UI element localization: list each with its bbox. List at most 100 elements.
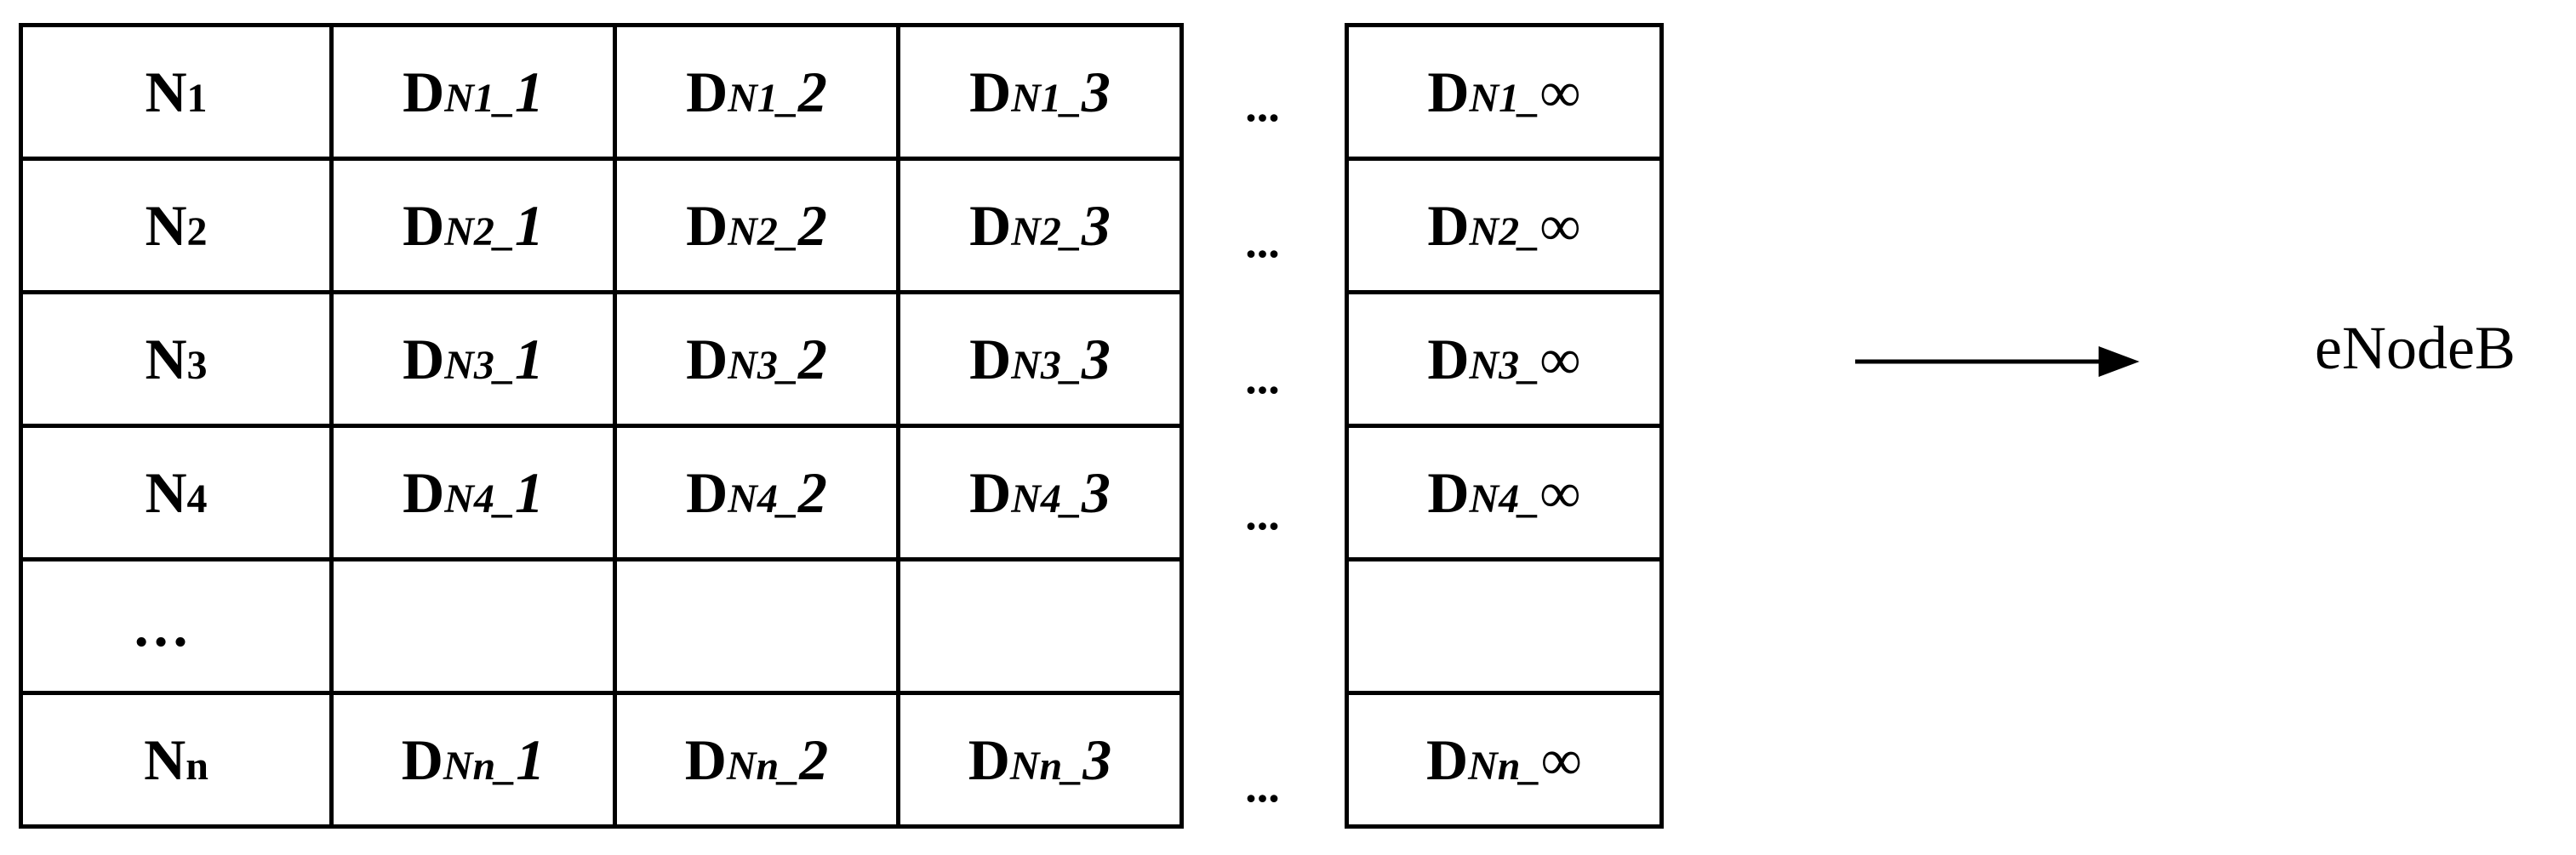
table-row: [1345, 557, 1664, 695]
cell-index: 2: [797, 60, 827, 124]
cell-index: 2: [797, 327, 827, 391]
data-cell: DN1_1: [329, 23, 617, 161]
data-cell: DN2_3: [896, 157, 1184, 294]
table-row: DNn_∞: [1345, 691, 1664, 829]
arrow-icon: [1855, 346, 2139, 377]
cell-subscript: N2_: [1011, 209, 1082, 254]
data-cell: [329, 557, 617, 695]
data-cell: DN2_∞: [1345, 157, 1664, 294]
cell-index: 2: [797, 460, 827, 525]
cell-base: D: [1427, 60, 1470, 124]
cell-index: 1: [514, 327, 544, 391]
column-ellipsis: ...: [1245, 488, 1280, 539]
cell-index: 3: [1081, 193, 1111, 258]
data-cell: DN3_1: [329, 290, 617, 428]
infinity-symbol: ∞: [1539, 60, 1581, 124]
data-cell: DN4_2: [613, 424, 900, 561]
table-row: DN2_∞: [1345, 157, 1664, 294]
row-ellipsis: …: [132, 594, 190, 658]
cell-index: 1: [514, 60, 544, 124]
cell-base: D: [1426, 727, 1469, 792]
cell-base: D: [403, 60, 445, 124]
cell-index: 3: [1081, 60, 1111, 124]
cell-index: 1: [516, 727, 545, 792]
data-cell: DN4_1: [329, 424, 617, 561]
data-cell: DN1_∞: [1345, 23, 1664, 161]
cell-base: D: [401, 727, 443, 792]
cell-subscript: Nn_: [1468, 744, 1541, 789]
cell-subscript: Nn_: [443, 744, 517, 789]
cell-subscript: Nn_: [726, 744, 800, 789]
table-row: DN1_∞: [1345, 23, 1664, 161]
cell-index: 2: [797, 193, 827, 258]
cell-subscript: N1_: [1011, 76, 1082, 121]
cell-base: D: [968, 727, 1010, 792]
column-ellipsis: ...: [1245, 352, 1280, 403]
cell-base: D: [1427, 460, 1470, 525]
data-cell: [896, 557, 1184, 695]
cell-base: D: [686, 60, 728, 124]
cell-subscript: N4_: [1011, 476, 1082, 522]
cell-base: D: [403, 193, 445, 258]
data-cell: DN4_∞: [1345, 424, 1664, 561]
data-cell: DN3_3: [896, 290, 1184, 428]
cell-base: D: [686, 193, 728, 258]
cell-base: D: [686, 327, 728, 391]
node-cell: N3: [19, 290, 334, 428]
node-label: N: [144, 727, 186, 792]
node-cell: N1: [19, 23, 334, 161]
cell-subscript: N2_: [1469, 209, 1540, 254]
cell-base: D: [403, 327, 445, 391]
node-label: N: [145, 60, 187, 124]
cell-base: D: [686, 460, 728, 525]
cell-subscript: N1_: [1469, 76, 1540, 121]
data-cell: [1345, 557, 1664, 695]
cell-base: D: [403, 460, 445, 525]
cell-index: 3: [1081, 327, 1111, 391]
infinity-symbol: ∞: [1539, 193, 1581, 258]
table-row: DN4_∞: [1345, 424, 1664, 561]
node-cell: Nn: [19, 691, 334, 829]
table-row: …: [19, 557, 1184, 695]
cell-subscript: Nn_: [1009, 744, 1083, 789]
enodeb-label: eNodeB: [2315, 314, 2516, 382]
infinity-symbol: ∞: [1540, 727, 1582, 792]
data-cell: DN3_2: [613, 290, 900, 428]
cell-subscript: N3_: [1469, 343, 1540, 388]
cell-index: 2: [799, 727, 829, 792]
table-row: DN3_∞: [1345, 290, 1664, 428]
node-subscript: 2: [186, 209, 208, 254]
column-ellipsis: ...: [1245, 216, 1280, 267]
data-cell: DN2_1: [329, 157, 617, 294]
node-label: N: [145, 193, 187, 258]
cell-base: D: [969, 327, 1012, 391]
infinity-symbol: ∞: [1539, 460, 1581, 525]
data-cell: DNn_3: [896, 691, 1184, 829]
data-cell: [613, 557, 900, 695]
cell-base: D: [684, 727, 727, 792]
cell-subscript: N3_: [444, 343, 515, 388]
cell-subscript: N3_: [1011, 343, 1082, 388]
cell-index: 3: [1081, 460, 1111, 525]
node-label: N: [145, 327, 187, 391]
data-cell: DN4_3: [896, 424, 1184, 561]
cell-subscript: N4_: [728, 476, 798, 522]
cell-subscript: N1_: [728, 76, 798, 121]
cell-subscript: N2_: [444, 209, 515, 254]
cell-subscript: N4_: [1469, 476, 1540, 522]
node-subscript: 4: [186, 476, 208, 522]
data-cell: DN1_3: [896, 23, 1184, 161]
cell-subscript: N4_: [444, 476, 515, 522]
node-cell: N4: [19, 424, 334, 561]
node-cell: N2: [19, 157, 334, 294]
last-column-table: DN1_∞DN2_∞DN3_∞DN4_∞DNn_∞: [1345, 23, 1664, 829]
cell-base: D: [969, 60, 1012, 124]
cell-subscript: N3_: [728, 343, 798, 388]
data-cell: DNn_2: [613, 691, 900, 829]
column-ellipsis: ...: [1245, 761, 1280, 812]
